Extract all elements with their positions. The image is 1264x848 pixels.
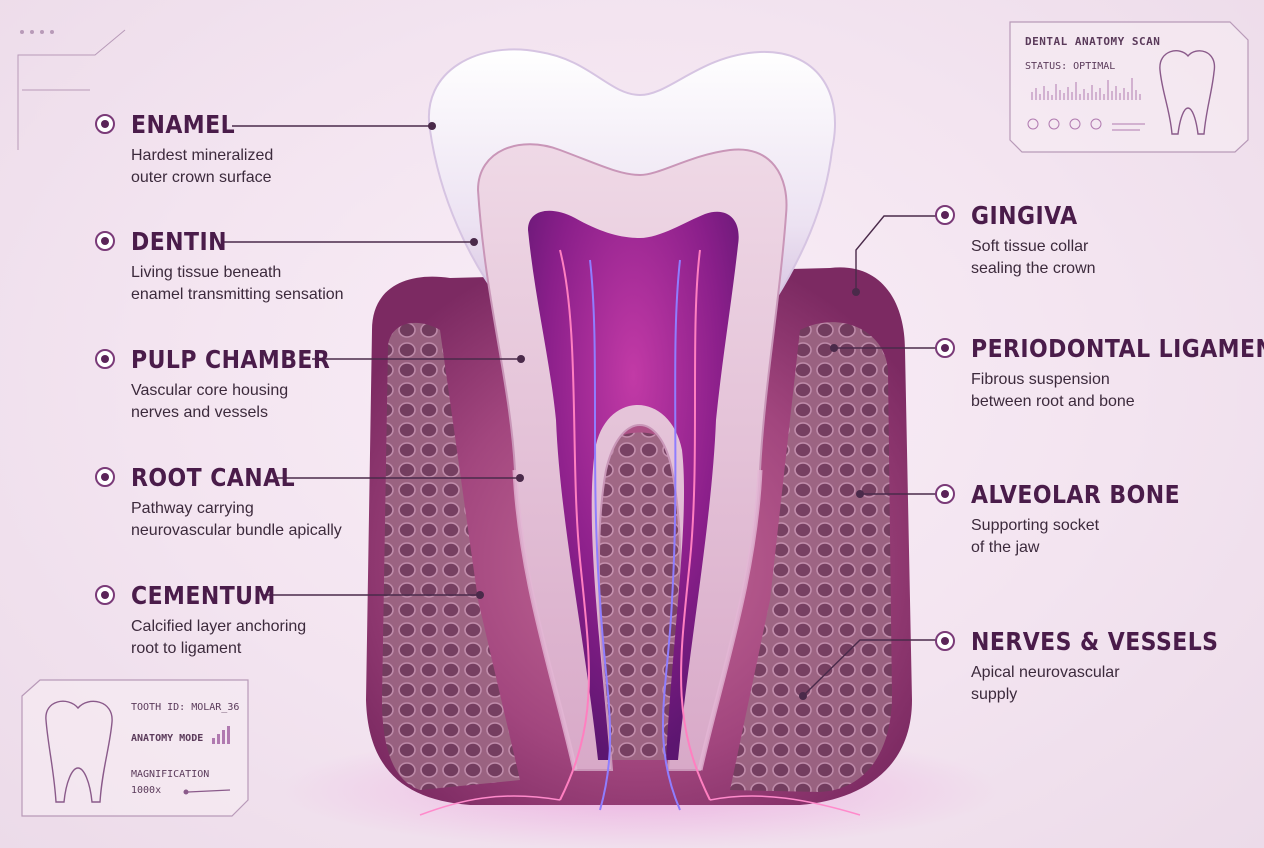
- magnification-value: 1000x: [131, 785, 162, 796]
- marker-icon: [935, 205, 955, 225]
- info-tooth-icon: [45, 700, 113, 803]
- label-desc-line: Supporting socket: [971, 517, 1100, 534]
- magnification-label: MAGNIFICATION: [131, 769, 210, 780]
- label-cementum: CEMENTUM Calcified layer anchoring root t…: [95, 581, 307, 660]
- label-title: GINGIVA: [971, 201, 1078, 230]
- label-pulp-chamber: PULP CHAMBER Vascular core housing nerves…: [95, 345, 357, 424]
- leader-lines: [222, 125, 940, 695]
- label-desc-line: of the jaw: [971, 539, 1040, 556]
- label-desc-line: Pathway carrying: [131, 500, 254, 517]
- label-title: ROOT CANAL: [131, 463, 296, 492]
- alveolar-bone-right: [730, 322, 892, 792]
- label-desc-line: root to ligament: [131, 640, 242, 657]
- hud-corner-decoration: [17, 29, 126, 150]
- label-periodontal-ligament: PERIODONTAL LIGAMENT Fibrous suspension b…: [935, 334, 1264, 413]
- marker-icon: [935, 338, 955, 358]
- label-desc-line: Vascular core housing: [131, 382, 289, 399]
- info-panel-frame: [21, 679, 249, 817]
- label-desc-line: outer crown surface: [131, 169, 272, 186]
- label-nerves-vessels: NERVES & VESSELS Apical neurovascular sup…: [935, 627, 1252, 706]
- anatomy-mode: ANATOMY MODE: [131, 733, 204, 744]
- scan-status: STATUS: OPTIMAL: [1025, 61, 1116, 72]
- marker-icon: [95, 467, 115, 487]
- label-desc-line: Soft tissue collar: [971, 238, 1089, 255]
- label-title: NERVES & VESSELS: [971, 627, 1219, 656]
- marker-icon: [935, 631, 955, 651]
- label-dentin: DENTIN Living tissue beneath enamel trans…: [95, 227, 344, 306]
- label-desc-line: Apical neurovascular: [971, 664, 1120, 681]
- label-desc-line: Calcified layer anchoring: [131, 618, 307, 635]
- tooth-id: TOOTH ID: MOLAR_36: [131, 702, 240, 713]
- label-alveolar-bone: ALVEOLAR BONE Supporting socket of the ja…: [935, 480, 1209, 559]
- label-title: PULP CHAMBER: [131, 345, 331, 374]
- scan-panel-title: DENTAL ANATOMY SCAN: [1025, 35, 1161, 48]
- scan-panel-frame: [1009, 21, 1249, 153]
- label-desc-line: sealing the crown: [971, 260, 1096, 277]
- label-desc-line: between root and bone: [971, 393, 1135, 410]
- label-title: PERIODONTAL LIGAMENT: [971, 334, 1264, 363]
- alveolar-bone-left: [382, 322, 520, 790]
- marker-icon: [95, 585, 115, 605]
- label-root-canal: ROOT CANAL Pathway carrying neurovascular…: [95, 463, 342, 542]
- label-title: ENAMEL: [131, 110, 236, 139]
- label-desc-line: neurovascular bundle apically: [131, 522, 342, 539]
- label-title: ALVEOLAR BONE: [971, 480, 1181, 509]
- marker-icon: [935, 484, 955, 504]
- alveolar-bone-center: [580, 432, 700, 760]
- label-desc-line: supply: [971, 686, 1018, 703]
- pulp-chamber: [528, 210, 739, 760]
- marker-icon: [95, 231, 115, 251]
- label-desc-line: nerves and vessels: [131, 404, 268, 421]
- leader-endpoints: [428, 122, 864, 700]
- cementum-layer: [512, 469, 578, 771]
- label-title: DENTIN: [131, 227, 227, 256]
- marker-icon: [95, 114, 115, 134]
- label-desc-line: Fibrous suspension: [971, 371, 1110, 388]
- scan-tooth-icon: [1159, 50, 1216, 135]
- nerve-fibers: [419, 249, 861, 816]
- label-desc-line: Hardest mineralized: [131, 147, 274, 164]
- label-desc-line: enamel transmitting sensation: [131, 286, 344, 303]
- label-enamel: ENAMEL Hardest mineralized outer crown su…: [95, 110, 274, 189]
- label-gingiva: GINGIVA Soft tissue collar sealing the cr…: [935, 201, 1096, 280]
- label-title: CEMENTUM: [131, 581, 276, 610]
- marker-icon: [95, 349, 115, 369]
- cementum-layer-right: [697, 469, 763, 771]
- label-desc-line: Living tissue beneath: [131, 264, 282, 281]
